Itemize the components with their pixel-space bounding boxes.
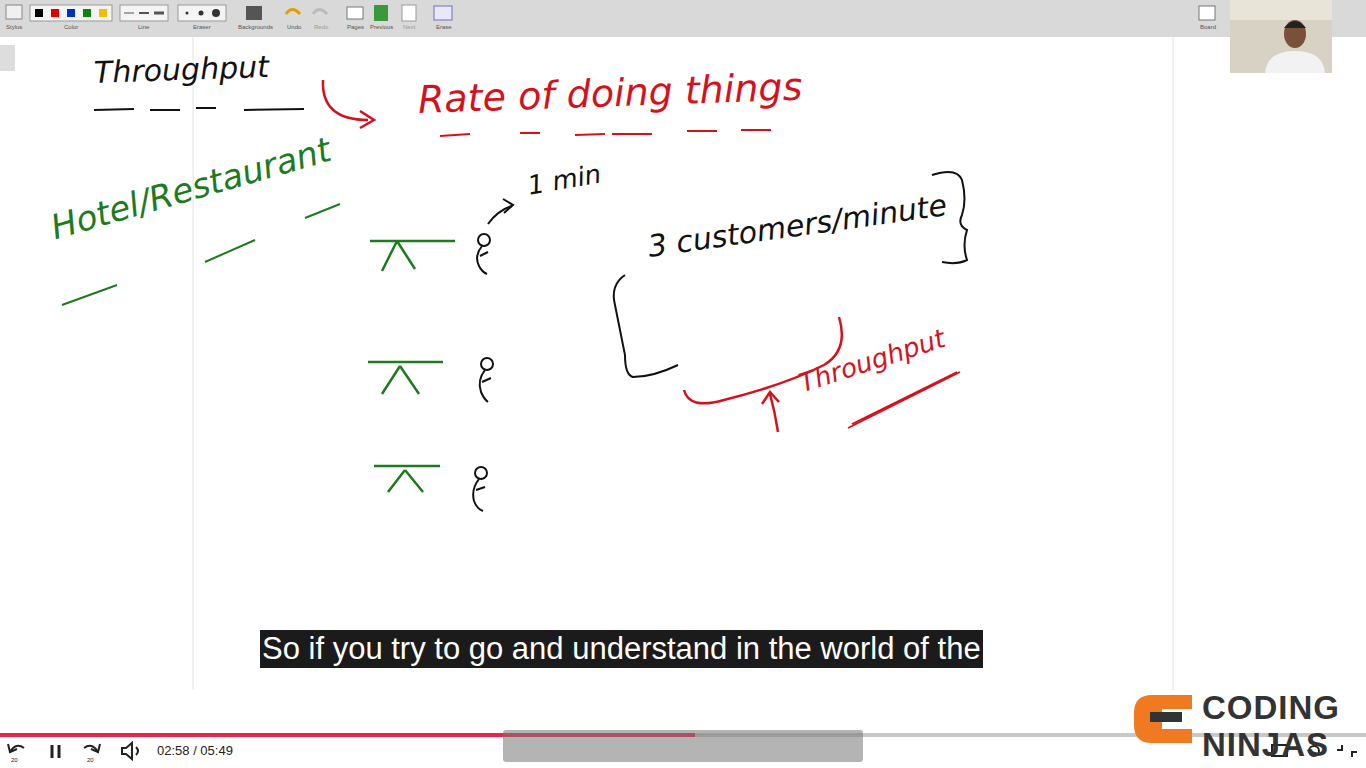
example-heading: Hotel/Restaurant <box>47 131 335 247</box>
subtitle: So if you try to go and understand in th… <box>260 630 983 668</box>
skip-amount: 20 <box>11 757 18 764</box>
red-arrow <box>323 80 368 120</box>
line-options <box>120 5 168 21</box>
tool-label: Color <box>64 24 78 31</box>
arrowhead <box>503 199 513 213</box>
arrowhead <box>360 111 374 128</box>
color-swatches <box>30 5 112 21</box>
tool-label: Redo <box>314 24 328 31</box>
brand-logo-mask <box>1150 712 1182 722</box>
redo-icon <box>313 10 327 15</box>
side-tab <box>0 45 15 71</box>
previous-icon <box>374 5 388 21</box>
tool-label: Erase <box>436 24 452 31</box>
page-guide <box>193 37 194 690</box>
erase-icon <box>434 6 452 20</box>
skip-amount: 20 <box>87 757 94 764</box>
undo-icon <box>286 10 300 15</box>
tool-label: Board <box>1200 24 1216 31</box>
bracket <box>614 275 678 377</box>
tool-label: Previous <box>370 24 393 31</box>
time-display: 02:58 / 05:49 <box>157 744 233 758</box>
brand-name: NINJAS <box>1202 727 1329 763</box>
brand-logo <box>1134 695 1192 743</box>
page-guide <box>1173 37 1174 690</box>
title-underline <box>94 108 304 110</box>
red-underline <box>440 130 771 136</box>
rate-note: 3 customers/minute <box>646 188 949 263</box>
tool-label: Backgrounds <box>238 24 273 31</box>
eraser-options <box>178 5 226 21</box>
arrowhead <box>762 392 779 404</box>
webcam-inset <box>1230 0 1332 73</box>
red-underline <box>848 372 960 428</box>
backgrounds-icon <box>246 6 262 20</box>
tool-label: Stylus <box>6 24 22 31</box>
tool-label: Undo <box>287 24 301 31</box>
board-icon <box>1199 6 1215 20</box>
tool-label: Eraser <box>193 24 211 31</box>
next-icon <box>402 5 416 21</box>
definition: Rate of doing things <box>417 67 803 122</box>
tool-label: Next <box>403 24 415 31</box>
table-sketch <box>368 241 455 492</box>
stylus-icon <box>6 5 22 19</box>
customer-figure <box>473 234 493 511</box>
tool-label: Line <box>138 24 149 31</box>
tool-label: Pages <box>347 24 364 31</box>
toolbar <box>0 0 1366 37</box>
time-note: 1 min <box>526 159 604 200</box>
pages-icon <box>347 7 363 19</box>
brand-name: CODING <box>1202 690 1340 726</box>
draw-toolbar <box>503 730 863 762</box>
heading: Throughput <box>93 50 269 89</box>
